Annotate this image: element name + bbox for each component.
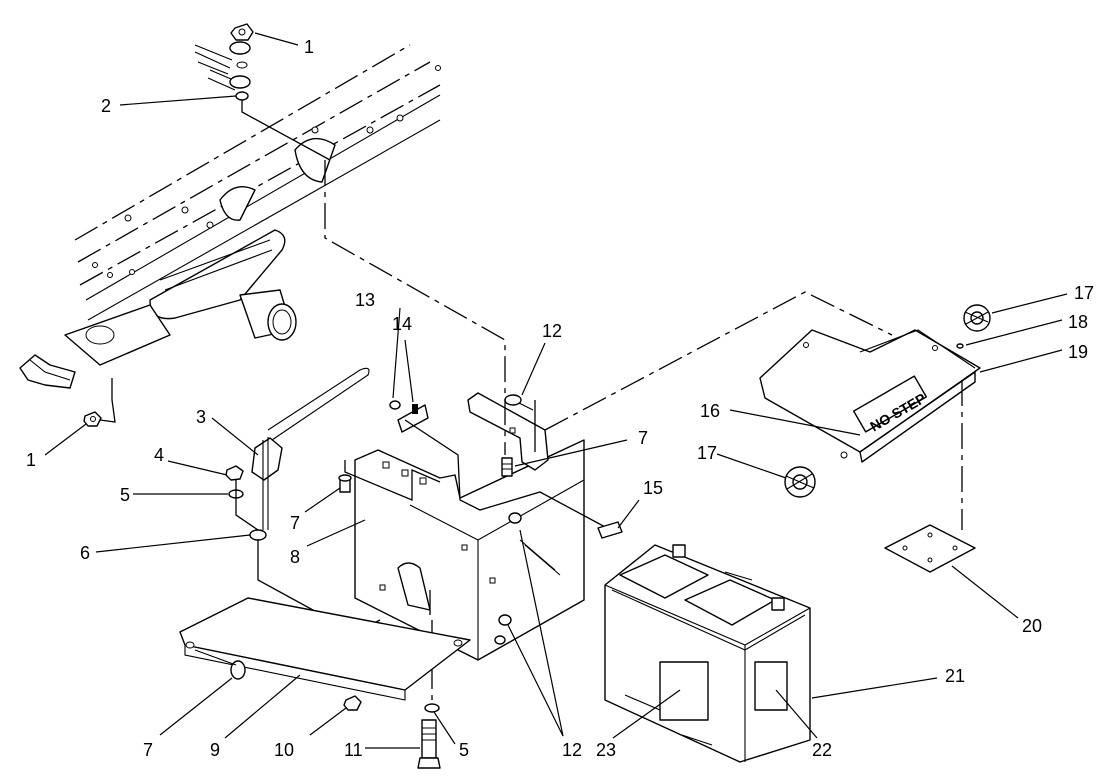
callout-11: 11 xyxy=(344,740,363,760)
pad-20 xyxy=(884,524,976,573)
callout-7-center: 7 xyxy=(638,428,648,448)
hold-down-rod xyxy=(251,367,370,530)
callout-2: 2 xyxy=(101,96,111,116)
frame-rail xyxy=(74,44,441,321)
callout-7-bottom: 7 xyxy=(143,740,153,760)
callout-22: 22 xyxy=(812,740,832,760)
rivet-18 xyxy=(956,343,964,349)
callout-5-lower: 5 xyxy=(459,740,469,760)
callout-20: 20 xyxy=(1022,616,1042,636)
callout-17-upper: 17 xyxy=(1074,283,1094,303)
screw-15 xyxy=(597,521,623,539)
callout-19: 19 xyxy=(1068,342,1088,362)
clamp-13 xyxy=(389,400,401,410)
callout-1-top: 1 xyxy=(304,37,314,57)
callout-10: 10 xyxy=(274,740,294,760)
callout-16: 16 xyxy=(700,401,720,421)
callouts: 1 2 1 3 4 5 6 7 8 7 9 10 11 5 12 13 14 1… xyxy=(26,37,1094,760)
callout-8: 8 xyxy=(290,547,300,567)
mounting-bracket xyxy=(64,229,297,366)
bolt-7-center xyxy=(501,457,513,477)
knob-17-bottom xyxy=(784,466,816,498)
callout-1-bottom: 1 xyxy=(26,450,36,470)
knob-17-top xyxy=(963,304,991,332)
callout-15: 15 xyxy=(643,478,663,498)
cable-clip xyxy=(19,354,76,389)
screw-12-upper xyxy=(504,394,534,411)
lock-washer xyxy=(235,91,249,101)
battery-cables xyxy=(194,41,251,91)
hold-down-bracket xyxy=(467,392,549,471)
bolt-11 xyxy=(417,719,441,769)
nut-bottom xyxy=(83,411,102,427)
callout-23: 23 xyxy=(596,740,616,760)
callout-17-lower: 17 xyxy=(697,443,717,463)
callout-18: 18 xyxy=(1068,312,1088,332)
callout-12-lower: 12 xyxy=(562,740,582,760)
battery xyxy=(604,544,811,763)
callout-7-left: 7 xyxy=(290,513,300,533)
callout-21: 21 xyxy=(945,666,965,686)
callout-13: 13 xyxy=(355,290,375,310)
strap-14 xyxy=(397,404,429,433)
nut-10 xyxy=(343,695,362,711)
callout-14: 14 xyxy=(392,314,412,334)
callout-9: 9 xyxy=(210,740,220,760)
callout-5-upper: 5 xyxy=(120,485,130,505)
battery-cover: NO STEP xyxy=(759,329,981,463)
washer-5-lower xyxy=(424,703,440,713)
screws-12-lower xyxy=(494,512,522,645)
washer-6 xyxy=(249,529,267,541)
bolt-7-angle xyxy=(194,649,246,680)
callout-3: 3 xyxy=(196,407,206,427)
support-angle xyxy=(179,597,471,701)
callout-6: 6 xyxy=(80,543,90,563)
hex-nut-4 xyxy=(225,465,244,481)
callout-12-upper: 12 xyxy=(542,321,562,341)
bolt-7-left xyxy=(338,474,352,493)
leader-lines xyxy=(44,32,1068,749)
callout-4: 4 xyxy=(154,445,164,465)
nut-top xyxy=(230,23,254,41)
